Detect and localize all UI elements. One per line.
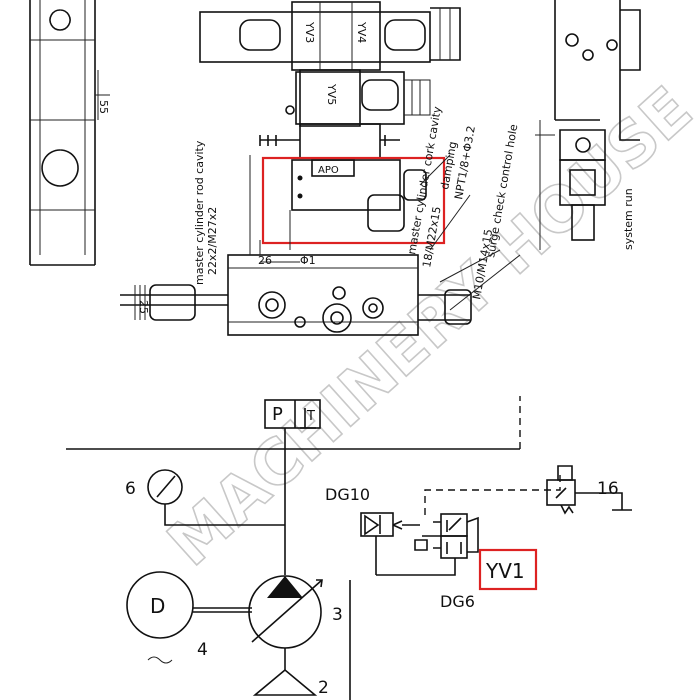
valve-stack-drawing: YV3 YV4 YV5 APO [199,1,461,250]
pump-number-label: 3 [332,605,343,625]
highlight-box-yv1 [478,548,538,591]
dg6-solenoid-valve: DG6 [376,513,479,611]
callout-system-run: system run [622,188,635,250]
yv1-label: YV1 [485,559,525,583]
relief-number-label: 16 [597,479,619,499]
callout-master-rod-2: 22x2/M27x2 [206,207,219,275]
dim-55-label: 55 [97,100,110,114]
valve-yv5-label: YV5 [325,83,338,105]
hydraulic-schematic: P T 6 DG10 [66,396,632,700]
motor-number-label: 4 [197,640,208,660]
port-p-label: P [272,404,283,425]
motor-letter-label: D [150,594,165,618]
left-block-drawing: 55 [29,0,110,266]
dg10-check-valve: DG10 [325,485,420,575]
electric-motor: D 4 [126,571,252,664]
dim-26-label: 26 [258,254,272,267]
dg10-label: DG10 [325,485,370,504]
valve-logo-text: APO [318,165,339,176]
dim-25-label: 25 [137,300,150,314]
gauge-number-label: 6 [125,479,136,499]
right-block-drawing: system run [535,0,641,250]
valve-yv4-label: YV4 [355,21,368,43]
callout-npt: NPT1/8+Φ3.2 [452,125,478,201]
callout-master-rod-1: master cylinder rod cavity [193,140,206,285]
hydraulic-pump: 3 [248,575,343,670]
tank-filter: 2 [252,668,329,698]
dg6-label: DG6 [440,592,475,611]
port-t-label: T [306,409,315,424]
yv1-callout: YV1 [478,548,538,591]
highlight-box-valve [261,156,446,245]
tank-number-label: 2 [318,678,329,698]
valve-yv3-label: YV3 [303,21,316,43]
middle-manifold-drawing: 26 Φ1 25 [120,240,472,336]
dim-phi-label: Φ1 [300,254,316,267]
pressure-gauge: 6 [125,469,285,526]
relief-valve: 16 [546,465,632,515]
